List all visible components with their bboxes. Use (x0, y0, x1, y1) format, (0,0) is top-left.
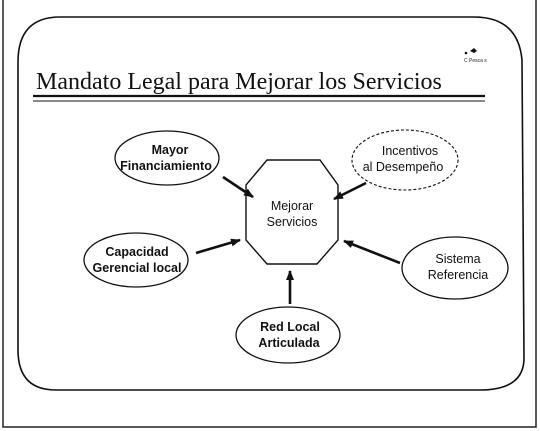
node-incentivos-desempeno (351, 129, 459, 191)
logo-text: C Pesca s (464, 58, 487, 64)
logo-icon: C Pesca s (464, 48, 487, 64)
node-red-local (235, 306, 341, 364)
node-mayor-label-line2: Financiamiento (120, 159, 212, 173)
node-red-label-line1: Red Local (260, 320, 320, 334)
node-capacidad-gerencial (83, 232, 189, 288)
arrow-sistema-to-center (343, 239, 401, 265)
center-octagon (245, 159, 339, 265)
node-incentivos-label-line2: al Desempeño (363, 160, 444, 174)
arrow-incentivos-to-center (333, 181, 367, 201)
node-capacidad-label-line2: Gerencial local (93, 261, 182, 275)
arrow-capacidad-to-center (195, 238, 241, 255)
node-red-label-line2: Articulada (258, 336, 320, 350)
node-incentivos-label-line1: Incentivos (382, 144, 438, 158)
center-label-line2: Servicios (267, 215, 318, 229)
slide-title: Mandato Legal para Mejorar los Servicios (36, 69, 442, 95)
node-capacidad-label-line1: Capacidad (105, 245, 168, 259)
node-mayor-financiamiento (114, 130, 220, 186)
center-label-line1: Mejorar (271, 199, 313, 213)
slide-frame (17, 16, 525, 391)
arrow-mayor-to-center (222, 175, 254, 199)
node-sistema-label-line1: Sistema (435, 252, 480, 266)
node-sistema-label-line2: Referencia (428, 268, 488, 282)
node-sistema-referencia (401, 236, 509, 300)
node-mayor-label-line1: Mayor (152, 143, 189, 157)
